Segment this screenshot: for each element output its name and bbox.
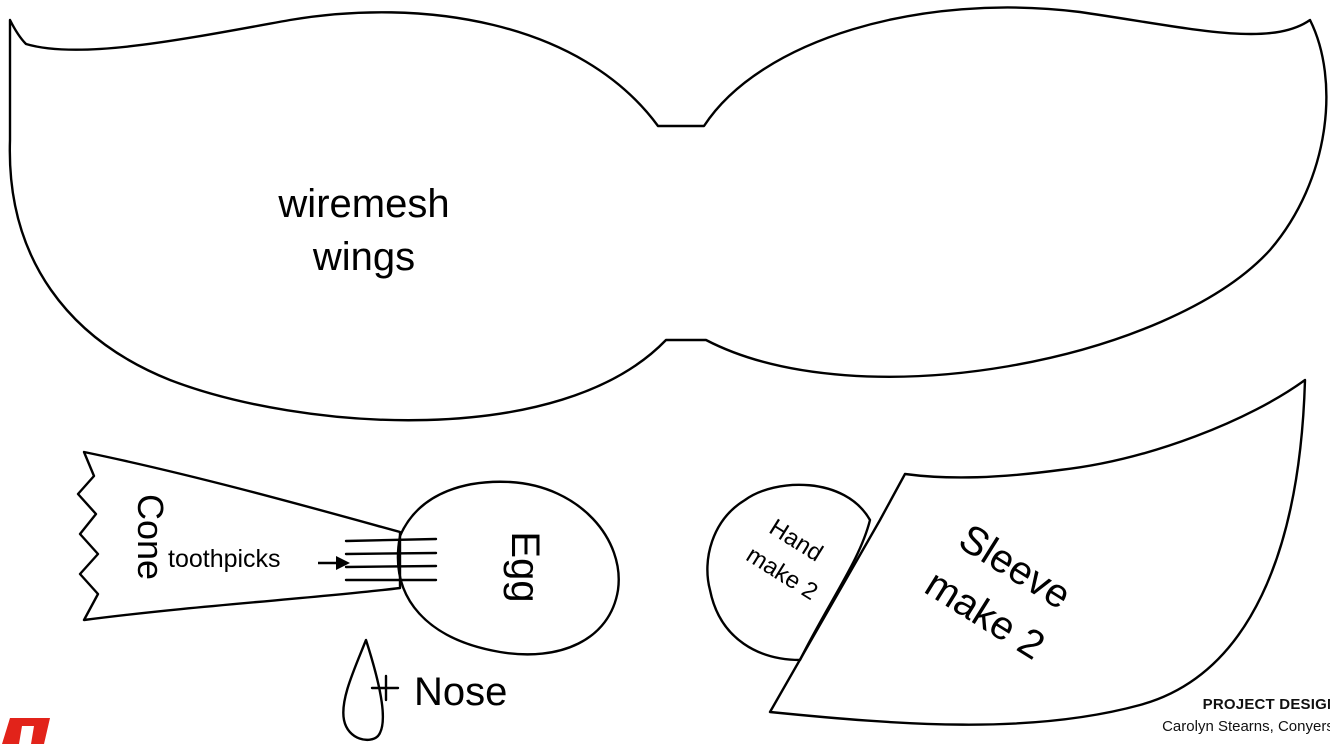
- nose-outline: [342, 638, 385, 741]
- brand-logo: [2, 718, 50, 744]
- egg-outline: [396, 480, 620, 656]
- cone-outline: [76, 450, 402, 622]
- wings-label-line2: wings: [312, 235, 415, 279]
- credit-name: Carolyn Stearns, Conyers,: [1162, 718, 1330, 735]
- credit-title: PROJECT DESIGN: [1202, 696, 1330, 713]
- cone-label: Cone: [130, 494, 171, 580]
- egg-label: Egg: [503, 531, 547, 602]
- toothpicks-lines: [344, 537, 438, 582]
- nose-label: Nose: [414, 670, 507, 714]
- sleeve-outline: [768, 378, 1307, 726]
- wings-outline: [8, 6, 1328, 422]
- toothpicks-arrow-icon: [318, 556, 350, 570]
- wings-label-line1: wiremesh: [277, 182, 449, 226]
- toothpicks-label: toothpicks: [168, 545, 281, 573]
